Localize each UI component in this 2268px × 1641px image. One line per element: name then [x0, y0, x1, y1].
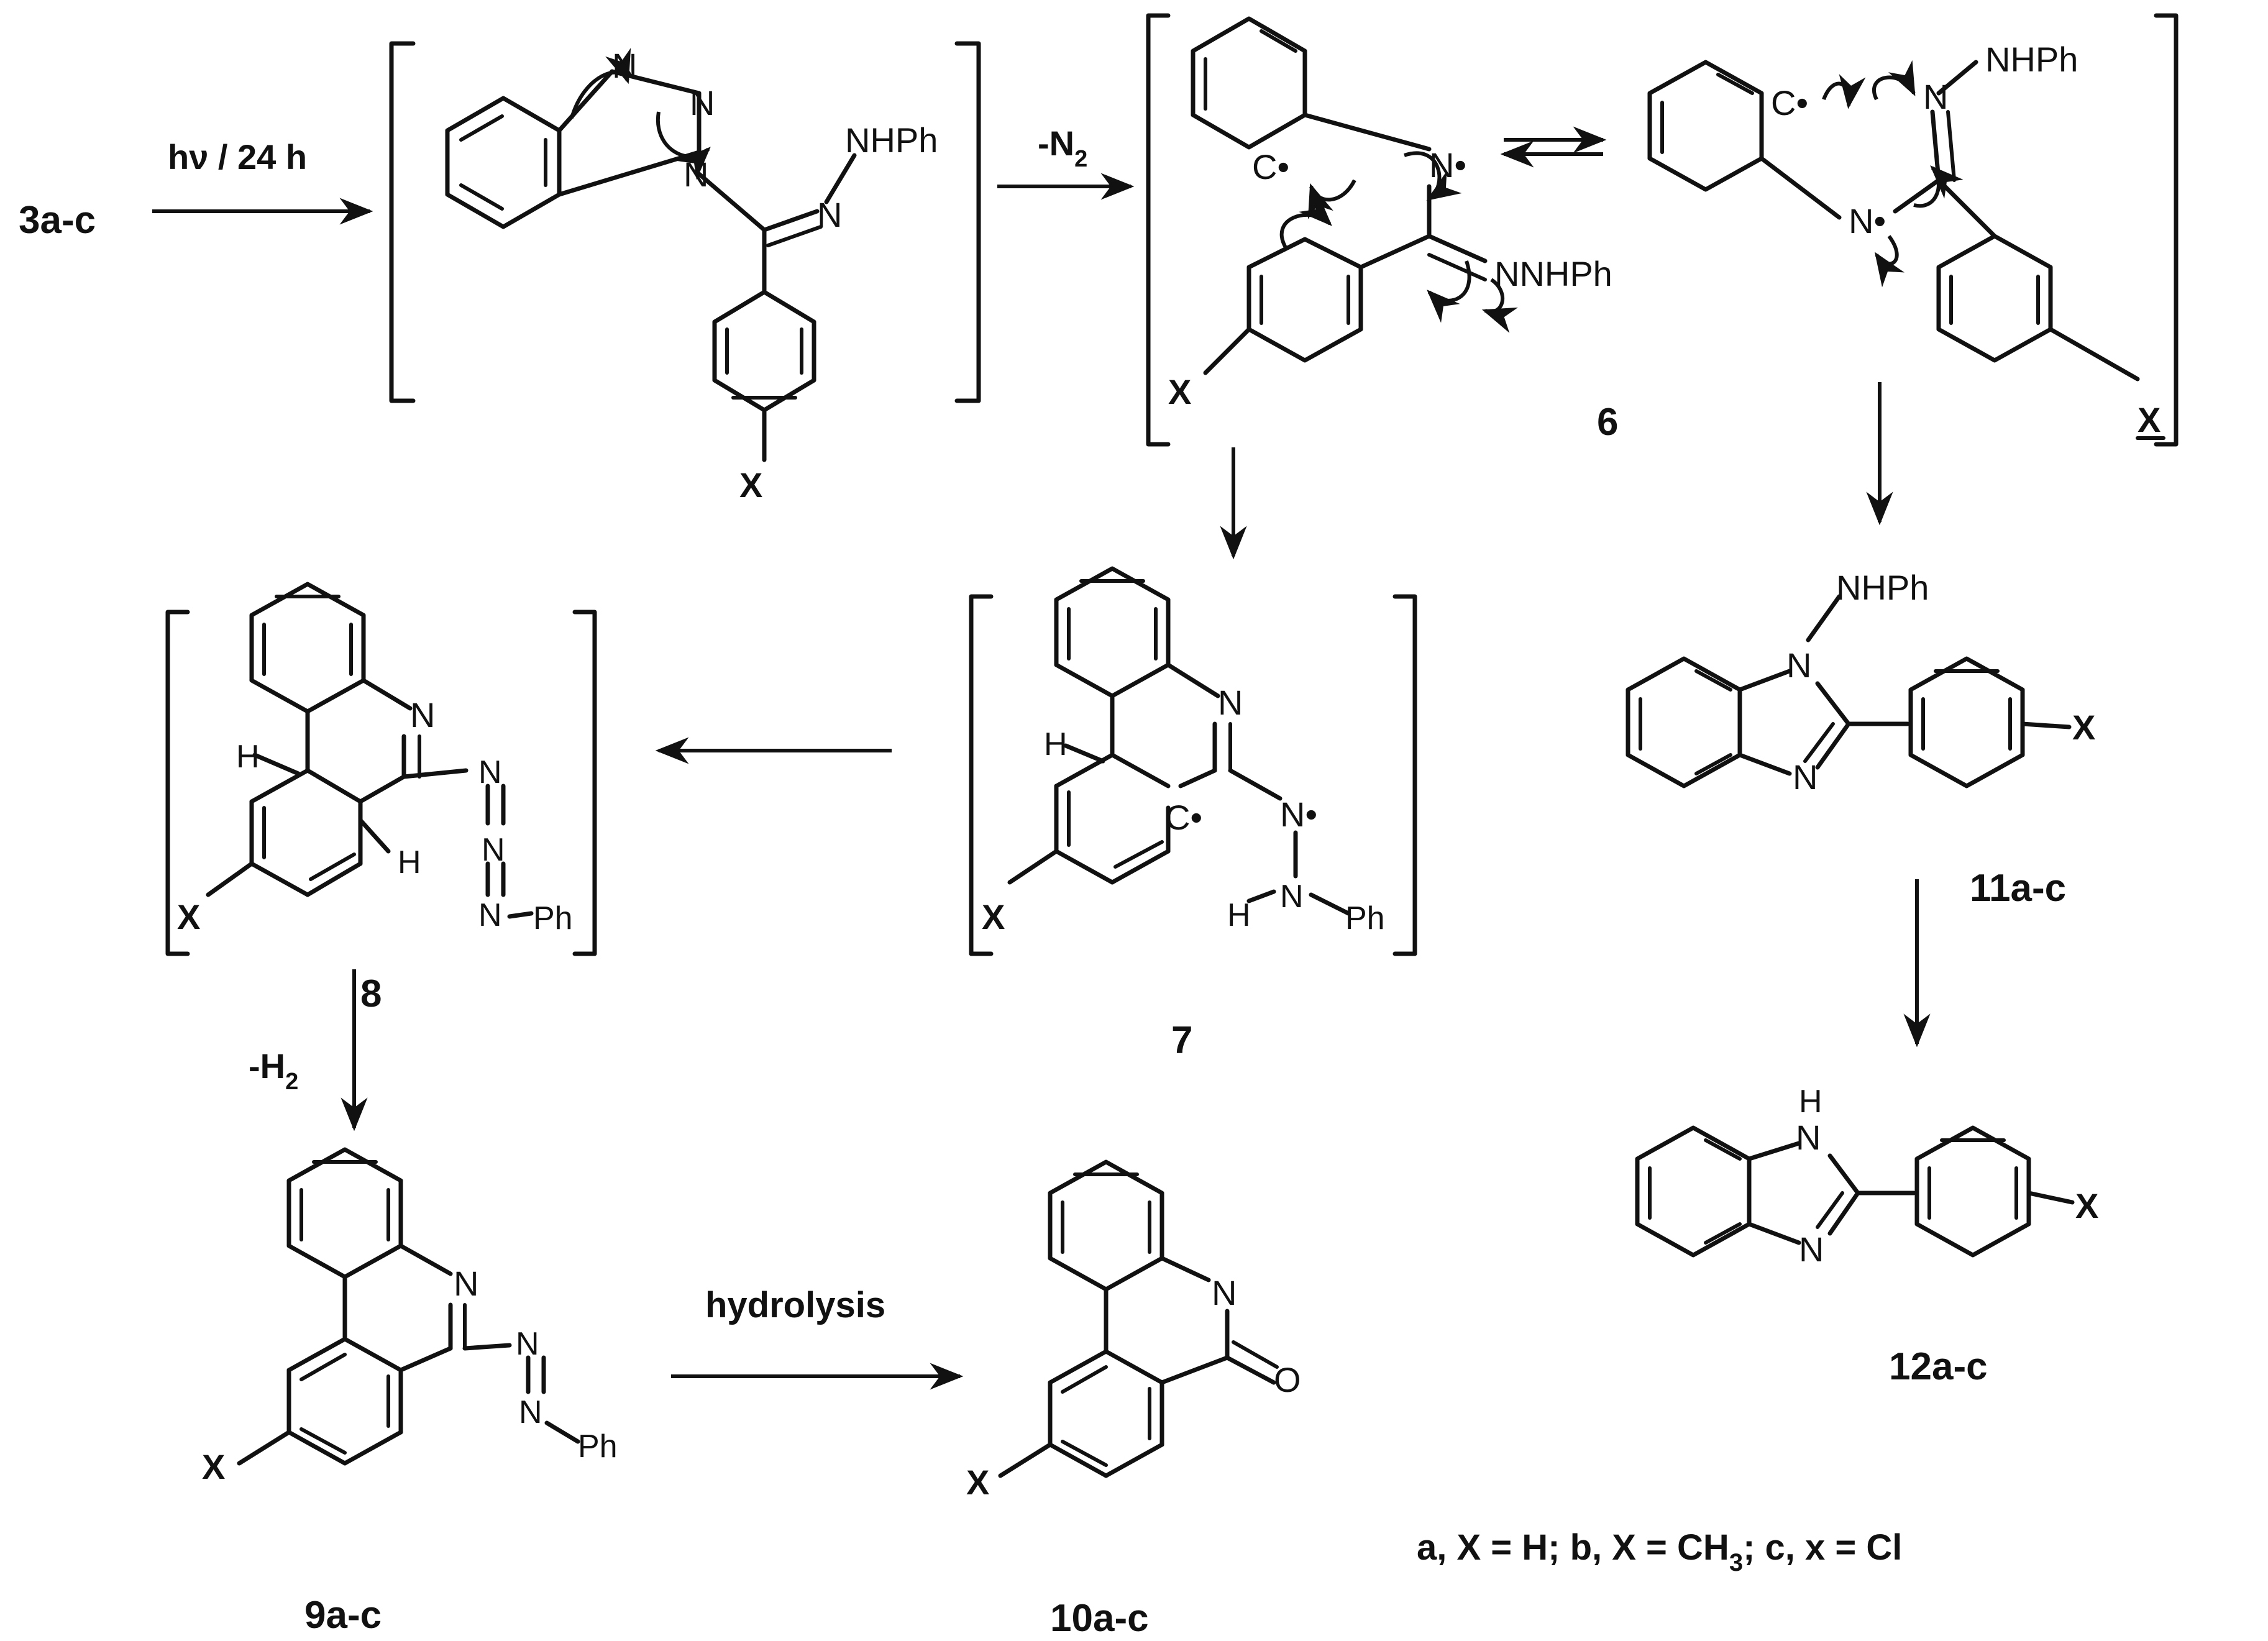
- hydrolysis-label: hydrolysis: [705, 1285, 885, 1325]
- azo-n2-8: N: [482, 832, 505, 868]
- compound-11-structure: [1626, 594, 2072, 789]
- substituent-legend: a, X = H; b, X = CH3; c, x = Cl: [1417, 1527, 1902, 1576]
- substituent-x-9: X: [202, 1447, 225, 1486]
- substituent-x-7: X: [982, 897, 1005, 936]
- azo-n1-9: N: [516, 1326, 539, 1362]
- ring-n3-11: N: [1793, 757, 1818, 797]
- bracket-right-7: [1392, 594, 1417, 956]
- ring-n-8: N: [410, 695, 435, 734]
- compound-12-structure: [1635, 1125, 2075, 1258]
- diradical-6-right: [1647, 60, 2140, 382]
- phenyl-9: Ph: [578, 1428, 618, 1465]
- azo-n3-8: N: [478, 897, 502, 933]
- substituent-x-11: X: [2072, 708, 2095, 747]
- triazole-n1: N: [612, 46, 637, 85]
- ring-n1-11: N: [1786, 646, 1811, 685]
- substituent-x-12: X: [2075, 1186, 2098, 1225]
- hydrazone-nhph-6b: NHPh: [1985, 40, 2078, 79]
- intermediate-7-structure: [1007, 566, 1351, 916]
- hydrogen-7b: H: [1227, 897, 1251, 933]
- bracket-right-8: [572, 610, 597, 956]
- intermediate-6-label: 6: [1597, 401, 1618, 444]
- substituent-x-8: X: [177, 897, 200, 936]
- ring-n3-12: N: [1799, 1230, 1824, 1269]
- nitrogen-radical-6b: N•: [1849, 201, 1886, 240]
- hydrazone-nhph-1: NHPh: [845, 121, 938, 160]
- hydrogen-8b: H: [398, 844, 421, 880]
- intermediate-8-structure: [206, 582, 534, 919]
- carbonyl-o-10: O: [1274, 1360, 1301, 1399]
- compound-10-label: 10a-c: [1050, 1597, 1149, 1640]
- ring-n-7: N: [1218, 683, 1243, 722]
- carbon-radical-7: C•: [1165, 798, 1202, 837]
- bracket-right-1: [954, 41, 981, 403]
- diradical-6-left: [1191, 16, 1518, 375]
- benzotriazole-intermediate: [445, 48, 857, 462]
- carbon-radical-6a: C•: [1252, 147, 1289, 186]
- phenyl-8: Ph: [533, 900, 573, 936]
- triazole-n2: N: [690, 83, 715, 122]
- hydrazine-n-7: N: [1280, 879, 1304, 915]
- hydrazone-n: N: [817, 195, 842, 234]
- compound-9-label: 9a-c: [304, 1594, 382, 1637]
- substituent-x-2: X: [1168, 372, 1191, 411]
- bracket-left-7: [969, 594, 994, 956]
- bracket-left-2: [1146, 13, 1171, 447]
- start-label: 3a-c: [19, 199, 96, 242]
- hydrazone-nnhph: NNHPh: [1494, 254, 1612, 293]
- nitrogen-radical-6a: N•: [1429, 145, 1466, 185]
- hydrogen-8a: H: [236, 739, 260, 775]
- nitrogen-radical-7: N•: [1280, 795, 1317, 834]
- nitrogen-loss-label: -N2: [1038, 124, 1087, 172]
- compound-10-structure: [998, 1159, 1279, 1478]
- ring-n1-12: N: [1796, 1118, 1821, 1157]
- hydrazone-n-6b: N: [1923, 77, 1948, 116]
- intermediate-8-label: 8: [360, 972, 382, 1015]
- nhph-11: NHPh: [1836, 568, 1929, 607]
- compound-12-label: 12a-c: [1889, 1345, 1988, 1388]
- intermediate-7-label: 7: [1171, 1019, 1192, 1062]
- bracket-right-2: [2154, 13, 2179, 447]
- ring-n-9: N: [454, 1264, 478, 1303]
- substituent-x-3: X: [2138, 400, 2161, 439]
- bracket-left-1: [389, 41, 416, 403]
- carbon-radical-6b: C•: [1771, 83, 1808, 122]
- substituent-x-10: X: [966, 1463, 989, 1502]
- bracket-left-8: [165, 610, 190, 956]
- azo-n1-8: N: [478, 754, 502, 790]
- compound-11-label: 11a-c: [1970, 867, 2066, 910]
- photolysis-condition: hν / 24 h: [168, 137, 307, 176]
- phenyl-7: Ph: [1345, 900, 1385, 936]
- ring-n-10: N: [1212, 1273, 1237, 1312]
- substituent-x-1: X: [739, 465, 762, 505]
- hydrogen-7a: H: [1044, 726, 1068, 762]
- dehydrogenation-label: -H2: [249, 1046, 298, 1095]
- hydrogen-12: H: [1799, 1084, 1822, 1120]
- azo-n2-9: N: [519, 1394, 542, 1430]
- compound-9-structure: [237, 1147, 580, 1466]
- triazole-n3: N: [684, 155, 708, 194]
